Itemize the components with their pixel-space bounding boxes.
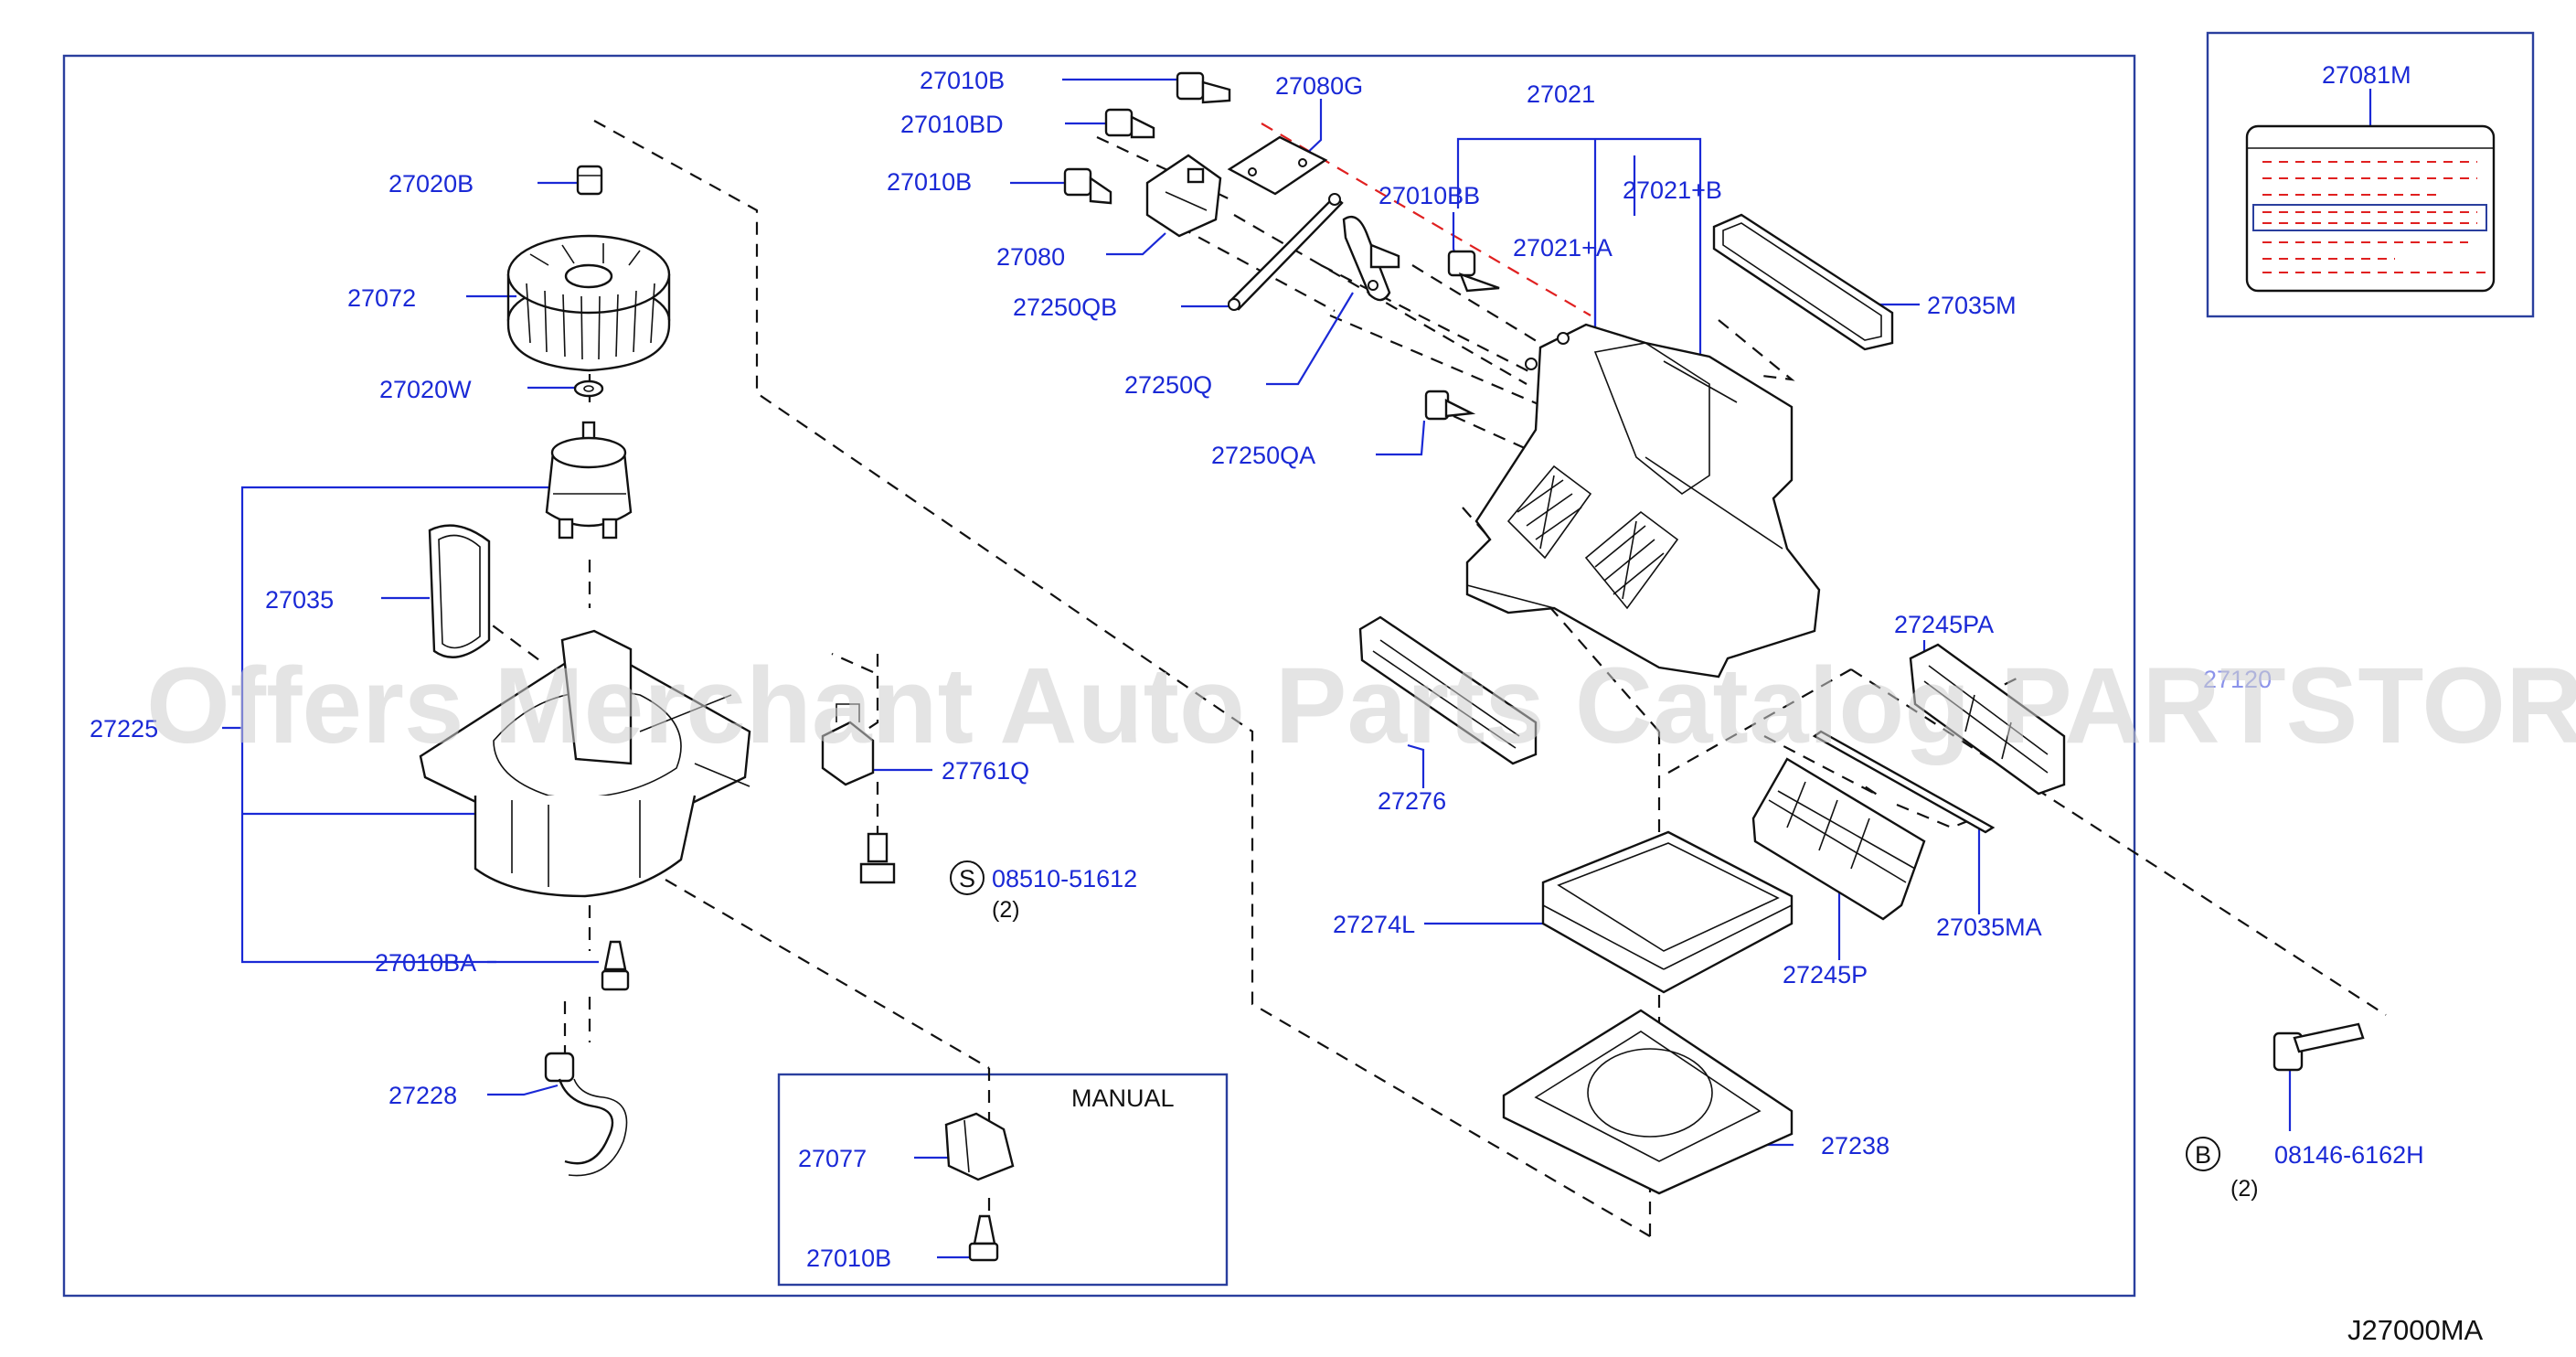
marker-b: B [2186,1137,2220,1171]
screw-27010ba [601,940,630,991]
label-27021[interactable]: 27021 [1527,80,1595,108]
screw-27010bb [1447,250,1500,293]
grille-27276 [1358,615,1538,765]
label-27010b-bottom[interactable]: 27010B [806,1245,891,1272]
qty-08510: (2) [992,897,1020,923]
watermark-text: Offers Merchant Auto Parts Catalog PARTS… [146,646,2576,766]
heater-unit-27021 [1465,323,1821,678]
label-08146-6162h[interactable]: 08146-6162H [2274,1141,2424,1169]
blower-motor [545,421,633,540]
resistor-27761q [821,703,875,786]
washer-27020w [573,379,604,398]
label-27225[interactable]: 27225 [90,715,158,743]
screw-27010bd [1104,108,1155,139]
label-27250q[interactable]: 27250Q [1124,371,1212,399]
label-27245p[interactable]: 27245P [1783,961,1868,988]
lever-27250q [1342,215,1400,302]
blower-housing-27225 [419,629,751,898]
label-27010b-top[interactable]: 27010B [920,67,1005,94]
manual-inset-frame [777,1073,1229,1287]
label-27250qa[interactable]: 27250QA [1211,442,1315,469]
marker-b-letter: B [2195,1141,2211,1169]
label-27010bd[interactable]: 27010BD [900,111,1004,138]
marker-s: S [950,860,985,895]
filter-frame-27245p [1751,757,1926,921]
label-inset-frame [2206,31,2535,318]
label-27274l[interactable]: 27274L [1333,911,1415,938]
label-27010b-mid[interactable]: 27010B [887,168,972,196]
fan-wheel-27072 [506,234,671,372]
label-27035[interactable]: 27035 [265,586,334,614]
label-27238[interactable]: 27238 [1821,1132,1889,1159]
leader-lines [222,78,2372,1259]
label-27276[interactable]: 27276 [1378,787,1446,815]
bracket-27077 [944,1112,1015,1181]
panel-27245pa [1909,643,2066,796]
screw-08510 [859,832,896,884]
actuator-27080 [1145,154,1222,238]
label-27021b[interactable]: 27021+B [1623,176,1722,204]
label-27228[interactable]: 27228 [389,1082,457,1109]
label-27120-partial[interactable]: 27120 [2203,666,2272,693]
qty-08146: (2) [2230,1176,2259,1202]
part-labels: 27010B 27010BD 27010B 27080G 27080 27250… [90,61,2424,1272]
label-27021a[interactable]: 27021+A [1513,234,1613,262]
label-27072[interactable]: 27072 [347,284,416,312]
screw-27010b-top [1176,71,1231,104]
bolt-27250qa [1424,390,1476,421]
label-27010ba[interactable]: 27010BA [375,949,476,977]
marker-s-letter: S [959,865,975,892]
label-27250qb[interactable]: 27250QB [1013,294,1117,321]
drain-hose-27228 [544,1052,628,1177]
nut-27020b [576,165,603,196]
label-27245pa[interactable]: 27245PA [1894,611,1994,638]
manual-label: MANUAL [1071,1085,1175,1112]
label-08510-51612[interactable]: 08510-51612 [992,865,1137,892]
gasket-27035m [1712,213,1894,351]
screw-27010b-bottom [968,1214,999,1262]
label-27080g[interactable]: 27080G [1275,72,1363,100]
screw-27010b-mid [1063,167,1112,205]
gasket-27035 [428,524,491,658]
diagram-reference: J27000MA [2347,1314,2484,1346]
label-27010bb[interactable]: 27010BB [1378,182,1480,209]
label-27035m[interactable]: 27035M [1927,292,2017,319]
bolt-08146 [2273,1022,2365,1072]
filter-27274l [1541,830,1794,994]
strip-27035ma [1812,730,1996,834]
link-rod-27250qb [1228,193,1344,311]
label-sheet-27081m [2245,124,2496,293]
label-27080[interactable]: 27080 [996,243,1065,271]
lower-case-27238 [1502,1009,1794,1195]
main-frame [62,54,2136,1298]
label-27035ma[interactable]: 27035MA [1936,914,2042,941]
plate-27080g [1227,135,1328,196]
label-27761q[interactable]: 27761Q [942,757,1029,785]
label-27020w[interactable]: 27020W [379,376,472,403]
label-27020b[interactable]: 27020B [389,170,474,198]
label-27077[interactable]: 27077 [798,1145,867,1172]
label-27081m[interactable]: 27081M [2322,61,2411,89]
